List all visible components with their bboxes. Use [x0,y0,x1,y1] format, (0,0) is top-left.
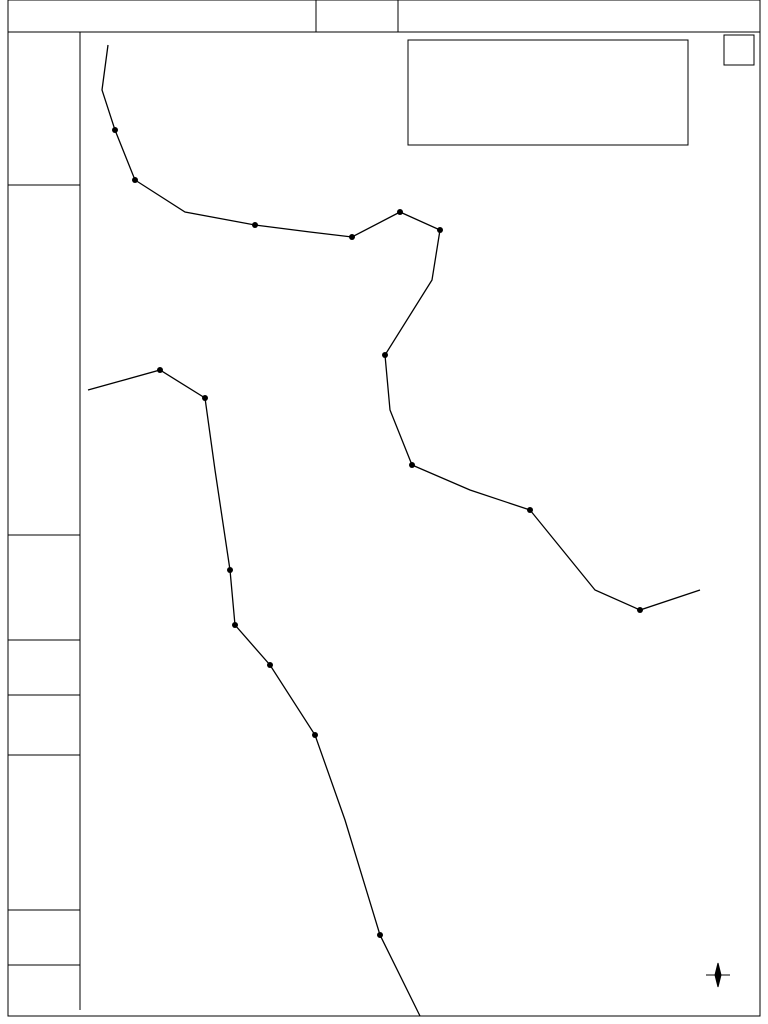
pole-marker [157,367,163,373]
pole-marker [349,234,355,240]
pole-marker [112,127,118,133]
pole-marker [267,662,273,668]
pole-marker [312,732,318,738]
pole-marker [437,227,443,233]
pole-table-grid [407,39,689,146]
pole-marker [232,622,238,628]
pole-marker [132,177,138,183]
pole-marker [397,209,403,215]
legend-box [723,34,755,66]
top-banner [7,0,317,33]
pole-marker [202,395,208,401]
pole-marker [252,222,258,228]
pole-marker [637,607,643,613]
outer-border [7,0,761,1017]
pole-marker [382,352,388,358]
north-arrow-icon [706,962,730,988]
pole-marker [377,932,383,938]
network-route-central [87,369,421,1017]
pole-marker [409,462,415,468]
pole-marker [527,507,533,513]
pole-marker [227,567,233,573]
network-route-north [101,44,701,611]
